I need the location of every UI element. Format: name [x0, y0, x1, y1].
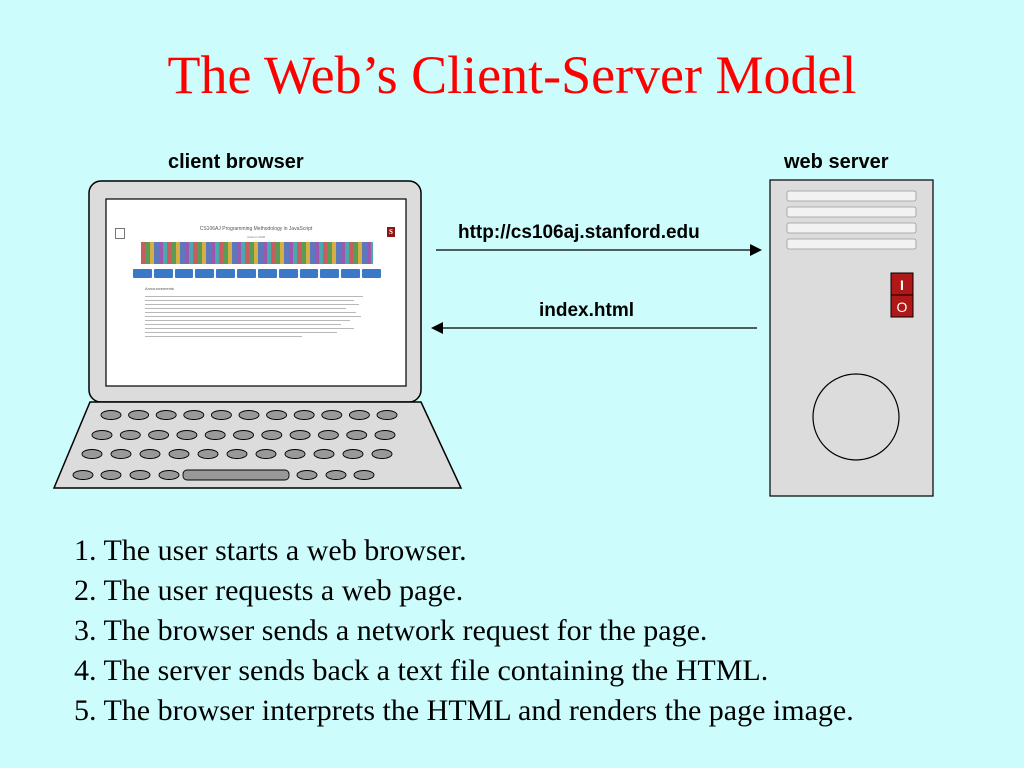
site-nav-tab [362, 269, 381, 278]
client-browser-label: client browser [168, 151, 304, 173]
keyboard-key [158, 470, 180, 480]
keyboard-spacebar [182, 469, 290, 481]
text-line [145, 304, 359, 305]
request-arrow [436, 244, 762, 256]
keyboard-key [100, 410, 122, 420]
keyboard-key [100, 470, 122, 480]
site-nav-tab [237, 269, 256, 278]
keyboard-key [183, 410, 205, 420]
keyboard-key [266, 410, 288, 420]
text-line [145, 300, 355, 301]
power-switch: I O [890, 272, 914, 318]
step-item: 1. The user starts a web browser. [74, 534, 467, 567]
keyboard-key [289, 430, 311, 440]
browser-screen: CS106AJ Programming Methodology in JavaS… [107, 200, 405, 385]
drive-bay [786, 238, 917, 250]
keyboard-key [128, 410, 150, 420]
site-nav-tab [299, 269, 319, 278]
keyboard-key [238, 410, 260, 420]
keyboard-key [91, 430, 113, 440]
text-line [145, 328, 355, 329]
site-nav-tab [320, 269, 340, 278]
keyboard-key [325, 470, 347, 480]
stanford-logo: S [387, 227, 395, 237]
laptop-keys [72, 410, 398, 481]
text-line [145, 320, 350, 321]
site-nav-tab [278, 269, 298, 278]
drive-bay [786, 222, 917, 234]
site-nav-bar [133, 269, 381, 278]
keyboard-key [376, 410, 398, 420]
keyboard-key [374, 430, 396, 440]
announcements-heading: Announcements [145, 286, 174, 291]
document-icon [115, 228, 125, 239]
text-line [145, 316, 361, 317]
server-fan [812, 373, 900, 461]
keyboard-key [284, 449, 306, 459]
keyboard-key [119, 430, 141, 440]
text-line [145, 336, 302, 337]
power-on-symbol: I [900, 277, 904, 293]
text-line [145, 324, 342, 325]
keyboard-key [342, 449, 364, 459]
site-nav-tab [133, 269, 152, 278]
keyboard-key [317, 430, 339, 440]
keyboard-key [204, 430, 226, 440]
keyboard-key [210, 410, 232, 420]
site-nav-tab [174, 269, 194, 278]
keyboard-key [321, 410, 343, 420]
keyboard-key [110, 449, 132, 459]
announcement-text-lines [145, 296, 363, 340]
drive-bay [786, 190, 917, 202]
site-title: CS106AJ Programming Methodology in JavaS… [199, 226, 313, 232]
keyboard-key [81, 449, 103, 459]
request-url-label: http://cs106aj.stanford.edu [458, 222, 700, 243]
keyboard-key [197, 449, 219, 459]
keyboard-key [168, 449, 190, 459]
web-server-label: web server [784, 151, 889, 173]
text-line [145, 296, 363, 297]
response-arrow [431, 322, 757, 334]
text-line [145, 312, 357, 313]
site-nav-tab [216, 269, 236, 278]
keyboard-key [346, 430, 368, 440]
site-nav-tab [195, 269, 215, 278]
slide-title: The Web’s Client-Server Model [167, 45, 857, 105]
keyboard-key [255, 449, 277, 459]
power-off-symbol: O [897, 299, 908, 315]
response-file-label: index.html [539, 300, 635, 321]
keyboard-key [155, 410, 177, 420]
drive-bay [786, 206, 917, 218]
keyboard-key [139, 449, 161, 459]
keyboard-key [233, 430, 254, 440]
keyboard-key [129, 470, 151, 480]
keyboard-key [296, 470, 318, 480]
step-item: 2. The user requests a web page. [74, 574, 464, 607]
site-nav-tab [341, 269, 361, 278]
text-line [145, 308, 346, 309]
keyboard-key [313, 449, 335, 459]
site-banner-image [141, 242, 373, 264]
laptop-keyboard-base [52, 401, 463, 489]
site-nav-tab [153, 269, 173, 278]
keyboard-key [348, 410, 370, 420]
step-item: 4. The server sends back a text file con… [74, 654, 769, 687]
keyboard-key [371, 449, 393, 459]
step-item: 5. The browser interprets the HTML and r… [74, 694, 854, 727]
keyboard-key [176, 430, 198, 440]
keyboard-key [353, 470, 375, 480]
site-nav-tab [257, 269, 277, 278]
keyboard-key [261, 430, 283, 440]
steps-list: 1. The user starts a web browser. 2. The… [74, 531, 854, 731]
keyboard-key [226, 449, 248, 459]
keyboard-key [293, 410, 315, 420]
site-subtitle: Autumn 2018 [247, 235, 265, 239]
keyboard-key [72, 470, 94, 480]
text-line [145, 332, 337, 333]
keyboard-key [148, 430, 170, 440]
step-item: 3. The browser sends a network request f… [74, 614, 708, 647]
